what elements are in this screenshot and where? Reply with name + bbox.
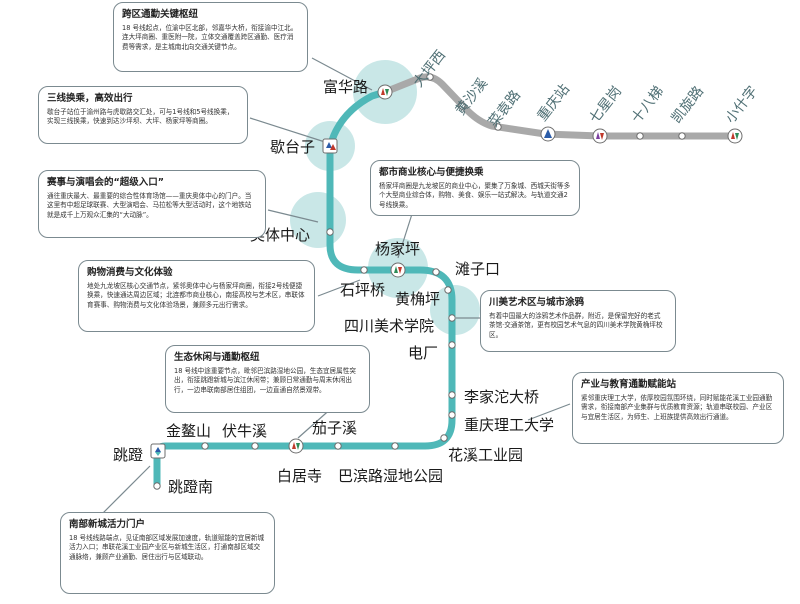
label-funiuxi[interactable]: 伏牛溪 [222,422,267,440]
callout-fuhua-road: 跨区通勤关键枢纽 18 号线起点，位渝中区北部，邻嘉华大桥，衔接渝中江北。连大坪… [113,2,308,72]
station-dot-dianchang[interactable] [448,341,456,349]
label-qixinggang[interactable]: 七星岗 [587,84,625,127]
leader-fuhua-road [311,57,373,91]
station-dot-ziyaxi[interactable] [334,442,342,450]
station-dot-olympic-center[interactable] [326,228,334,236]
label-dianchang[interactable]: 电厂 [408,344,438,362]
transfer-icon-yangjiaping[interactable] [390,262,406,278]
label-yangjiaping[interactable]: 杨家坪 [375,240,420,258]
label-xietaizi[interactable]: 歇台子 [270,138,315,156]
station-dot-daping-west[interactable] [426,73,434,81]
callout-title: 川美艺术区与城市涂鸦 [489,297,585,308]
callout-body: 18 号线线路端点，见证南部区域发展加速度，轨道赋能的宜居新城活力入口；串联花溪… [69,533,265,561]
station-dot-huangshaxi[interactable] [458,102,466,110]
transfer-icon-xiaoshizi[interactable] [727,128,743,144]
transfer-icon-xietaizi[interactable] [322,138,338,154]
leader-olympic-center [267,209,319,223]
transfer-icon-baijusi[interactable] [288,438,304,454]
label-lijiatuo-bridge[interactable]: 李家沱大桥 [464,388,539,406]
station-dot-jinaoshan[interactable] [201,442,209,450]
label-tanzikou[interactable]: 滩子口 [455,260,500,278]
label-tiaodeng[interactable]: 跳蹬 [113,446,143,464]
callout-title: 购物消费与文化体验 [87,267,173,278]
callout-body: 18 号线中途重要节点，毗邻巴滨路湿地公园，生态宜居属性突出，衔接跳蹬新城与滨江… [174,366,356,394]
callout-body: 杨家坪商圈是九龙坡区的商业中心，聚集了万象城、西城天街等多个大型商业综合体，购物… [379,181,571,209]
label-caiyuanba[interactable]: 菜袁路 [486,88,524,131]
callout-body: 紧邻重庆理工大学，依厚校园氛围环绕，同时赋能花溪工业园通勤需求，衔接南部产业集群… [581,393,773,421]
callout-title: 跨区通勤关键枢纽 [122,9,199,20]
label-huangjueping[interactable]: 黄桷坪 [395,290,440,308]
callout-sichuan-fine-arts: 川美艺术区与城市涂鸦 有着中国最大的涂鸦艺术作品群，附近，是保留完好的老式茶馆·… [480,290,676,352]
station-dot-funiuxi[interactable] [251,442,259,450]
callout-xietaizi: 三线换乘，高效出行 歇台子站位于渝州路与虎歇路交汇处，可与1号线和5号线换乘，实… [38,86,248,144]
station-dot-caiyuanba[interactable] [494,123,502,131]
leader-xietaizi [249,117,326,143]
label-shipingqiao[interactable]: 石坪桥 [340,281,385,299]
label-shibati[interactable]: 十八梯 [629,84,667,127]
label-huaxi-park[interactable]: 花溪工业园 [448,446,523,464]
label-fuhua-road[interactable]: 富华路 [323,78,368,96]
label-chongqing-station[interactable]: 重庆站 [535,82,573,125]
callout-body: 18 号线起点，位渝中区北部，邻嘉华大桥，衔接渝中江北。连大坪商圈、重医附一院，… [122,23,298,51]
station-dot-babin-wetland[interactable] [391,442,399,450]
label-xiaoshizi[interactable]: 小什字 [723,84,761,127]
station-dot-shibati[interactable] [636,132,644,140]
leader-tiaodeng [99,465,151,517]
label-baijusi[interactable]: 白居寺 [277,467,322,485]
transfer-icon-qixinggang[interactable] [592,128,608,144]
label-babin-wetland[interactable]: 巴滨路湿地公园 [338,467,443,485]
callout-title: 赛事与演唱会的“超级入口” [47,177,164,188]
station-dots [153,73,686,490]
station-dot-sichuan-fine-arts[interactable] [448,314,456,322]
callout-title: 都市商业核心与便捷换乘 [379,167,484,178]
callout-body: 通往重庆最大、最重要的综合性体育场馆——重庆奥体中心的门户。当这里有中超足球联赛… [47,191,252,219]
transfer-icon-tiaodeng[interactable] [150,443,166,459]
callout-title: 三线换乘，高效出行 [47,93,133,104]
transfer-icon-fuhua-road[interactable] [377,84,393,100]
callout-shipingqiao: 购物消费与文化体验 地处九龙坡区核心交通节点，紧邻奥体中心与杨家坪商圈，衔接2号… [78,260,315,332]
station-dot-tanzikou[interactable] [432,268,440,276]
leader-yangjiaping [397,213,413,259]
label-cqut[interactable]: 重庆理工大学 [464,416,554,434]
transfer-icon-chongqing-station[interactable] [540,126,556,142]
station-dot-huaxi-park[interactable] [440,434,448,442]
label-jinaoshan[interactable]: 金鳌山 [166,422,211,440]
leader-cqut [527,403,571,421]
station-dot-shipingqiao[interactable] [360,266,368,274]
callout-body: 歇台子站位于渝州路与虎歇路交汇处，可与1号线和5号线换乘，实现三线换乘，快速到达… [47,107,234,126]
callout-tiaodeng: 南部新城活力门户 18 号线线路端点，见证南部区域发展加速度，轨道赋能的宜居新城… [60,512,275,594]
callout-cqut: 产业与教育通勤赋能站 紧邻重庆理工大学，依厚校园氛围环绕，同时赋能花溪工业园通勤… [572,372,784,444]
station-dot-cqut[interactable] [448,411,456,419]
callout-title: 南部新城活力门户 [69,519,146,530]
callout-baijusi: 生态休闲与通勤枢纽 18 号线中途重要节点，毗邻巴滨路湿地公园，生态宜居属性突出… [165,345,370,413]
station-dot-huangjueping[interactable] [444,286,452,294]
callout-olympic-center: 赛事与演唱会的“超级入口” 通往重庆最大、最重要的综合性体育场馆——重庆奥体中心… [38,170,266,238]
label-tiaodeng-south[interactable]: 跳蹬南 [168,478,213,496]
callout-body: 有着中国最大的涂鸦艺术作品群，附近，是保留完好的老式茶馆·交通茶馆，更有校园艺术… [489,311,663,339]
label-kaixuan-road[interactable]: 凯旋路 [669,84,707,127]
callout-body: 地处九龙坡区核心交通节点，紧邻奥体中心与杨家坪商圈，衔接2号线便捷换乘，快速通达… [87,281,305,309]
callout-title: 生态休闲与通勤枢纽 [174,352,260,363]
leader-shipingqiao [317,279,361,297]
callout-yangjiaping: 都市商业核心与便捷换乘 杨家坪商圈是九龙坡区的商业中心，聚集了万象城、西城天街等… [370,160,580,216]
station-dot-kaixuan-road[interactable] [678,132,686,140]
label-sichuan-fine-arts[interactable]: 四川美术学院 [344,317,434,335]
continuation-labels: 大坪西 黄沙溪 菜袁路 重庆站 七星岗 十八梯 凯旋路 小什字 [411,48,761,131]
station-dot-tiaodeng-south[interactable] [153,482,161,490]
station-labels: 跳蹬 跳蹬南 金鳌山 伏牛溪 白居寺 茄子溪 巴滨路湿地公园 花溪工业园 重庆理… [113,78,554,496]
label-ziyaxi[interactable]: 茄子溪 [312,419,357,437]
station-dot-lijiatuo-bridge[interactable] [448,391,456,399]
callout-title: 产业与教育通勤赋能站 [581,379,677,390]
